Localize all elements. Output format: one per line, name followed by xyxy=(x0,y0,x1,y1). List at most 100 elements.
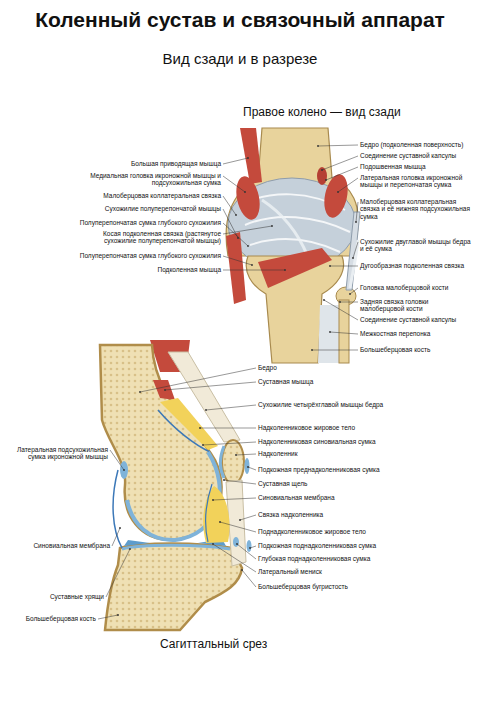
leader-dot xyxy=(251,264,253,266)
part-label: Синовиальная мембрана xyxy=(258,494,472,501)
part-label: Латеральная подсухожильная сумка икронож… xyxy=(16,446,108,461)
leader-line xyxy=(203,442,256,445)
leader-line xyxy=(98,615,118,619)
leader-line xyxy=(223,223,248,246)
leader-dot xyxy=(321,169,323,171)
leader-dot xyxy=(223,479,225,481)
part-label: Межкостная перепонка xyxy=(360,330,472,337)
leader-line xyxy=(213,498,256,500)
part-label: Полуперепончатая сумка глубокого сухожил… xyxy=(71,252,221,259)
leader-line xyxy=(330,332,358,334)
part-label: Надколенниковая синовиальная сумка xyxy=(258,438,472,445)
part-label: Поднадколенниковое жировое тело xyxy=(258,528,472,535)
leader-line xyxy=(350,288,358,294)
leader-line xyxy=(340,302,358,303)
leader-dot xyxy=(139,391,141,393)
leader-line xyxy=(338,178,358,192)
leader-dot xyxy=(119,527,121,529)
posterior-knee xyxy=(226,128,360,363)
leader-line xyxy=(312,350,358,351)
part-label: Большеберцовая бугристость xyxy=(258,583,472,590)
leader-dot xyxy=(212,543,214,545)
section-heading: Правое колено — вид сзади xyxy=(243,106,443,120)
leader-line xyxy=(200,428,256,429)
part-label: Сухожилие полуперепончатой мышцы xyxy=(71,205,221,212)
leader-dot xyxy=(123,469,125,471)
leader-dot xyxy=(329,265,331,267)
leader-dot xyxy=(284,269,286,271)
leader-dot xyxy=(349,293,351,295)
part-label: Глубокая поднадколенниковая сумка xyxy=(258,555,472,562)
leader-line xyxy=(324,300,358,320)
part-label: Связка надколенника xyxy=(258,511,472,518)
leader-line xyxy=(165,382,256,390)
leader-dot xyxy=(235,454,237,456)
leader-dot xyxy=(244,191,246,193)
part-label: Суставная щель xyxy=(258,480,472,487)
leader-dot xyxy=(241,569,243,571)
part-label: Полуперепончатая сумка глубокого сухожил… xyxy=(71,219,221,226)
leader-dot xyxy=(337,191,339,193)
part-label: Латеральная головка икроножной мышцы и п… xyxy=(360,174,472,189)
leader-dot xyxy=(202,444,204,446)
leader-line xyxy=(326,167,358,180)
leader-line xyxy=(224,480,256,484)
leader-dot xyxy=(236,543,238,545)
leader-dot xyxy=(164,389,166,391)
part-label: Сухожилие четырёхглавой мышцы бедра xyxy=(258,401,472,408)
leader-line xyxy=(223,226,272,234)
part-label: Бедро (подколенная поверхность) xyxy=(360,141,472,148)
leader-dot xyxy=(212,499,214,501)
leader-dot xyxy=(247,466,249,468)
leader-dot xyxy=(323,299,325,301)
part-label: Соединение суставной капсулы xyxy=(360,316,472,323)
part-label: Подкожная поднадколенниковая сумка xyxy=(258,542,472,549)
leader-line xyxy=(110,450,124,470)
part-label: Большеберцовая кость xyxy=(6,615,96,622)
part-label: Дугообразная подколенная связка xyxy=(360,262,472,269)
leader-line xyxy=(223,256,252,265)
part-label: Латеральный мениск xyxy=(258,568,472,575)
leader-line xyxy=(322,156,358,170)
leader-line xyxy=(106,549,130,597)
part-label: Подколенная мышца xyxy=(71,266,221,273)
leader-line xyxy=(140,368,256,392)
part-label: Надколенник xyxy=(258,450,472,457)
leader-line xyxy=(223,196,236,215)
leader-line xyxy=(330,266,358,267)
leader-line xyxy=(236,454,256,455)
part-label: Задняя связка головки малоберцовой кости xyxy=(360,298,472,313)
part-label: Головка малоберцовой кости xyxy=(360,284,472,291)
part-label: Медиальная головка икроножной мышцы и по… xyxy=(86,172,221,187)
leader-dot xyxy=(199,427,201,429)
part-label: Надколенниковое жировое тело xyxy=(258,424,472,431)
leader-line xyxy=(213,544,256,572)
leader-dot xyxy=(129,548,131,550)
leader-dot xyxy=(339,301,341,303)
part-label: Малоберцовая коллатеральная связка xyxy=(71,192,221,199)
leader-line xyxy=(353,242,358,258)
part-label: Сухожилие двуглавой мышцы бедра и её сум… xyxy=(360,238,472,253)
leader-dot xyxy=(239,519,241,521)
leader-dot xyxy=(355,221,357,223)
leader-line xyxy=(206,405,256,410)
section-heading: Вид сзади и в разрезе xyxy=(0,50,480,67)
leader-line xyxy=(223,158,248,164)
part-label: Суставная мышца xyxy=(258,378,472,385)
part-label: Бедро xyxy=(258,364,472,371)
part-label: Суставные хрящи xyxy=(14,593,104,600)
leader-dot xyxy=(249,547,251,549)
leader-dot xyxy=(352,257,354,259)
leader-dot xyxy=(311,349,313,351)
leader-line xyxy=(223,176,245,192)
leader-line xyxy=(223,270,285,271)
leader-line xyxy=(112,528,120,546)
leader-line xyxy=(242,570,256,587)
leader-dot xyxy=(237,237,239,239)
part-label: Подошвенная мышца xyxy=(360,163,472,170)
leader-line xyxy=(356,202,358,222)
leader-line xyxy=(220,522,256,532)
